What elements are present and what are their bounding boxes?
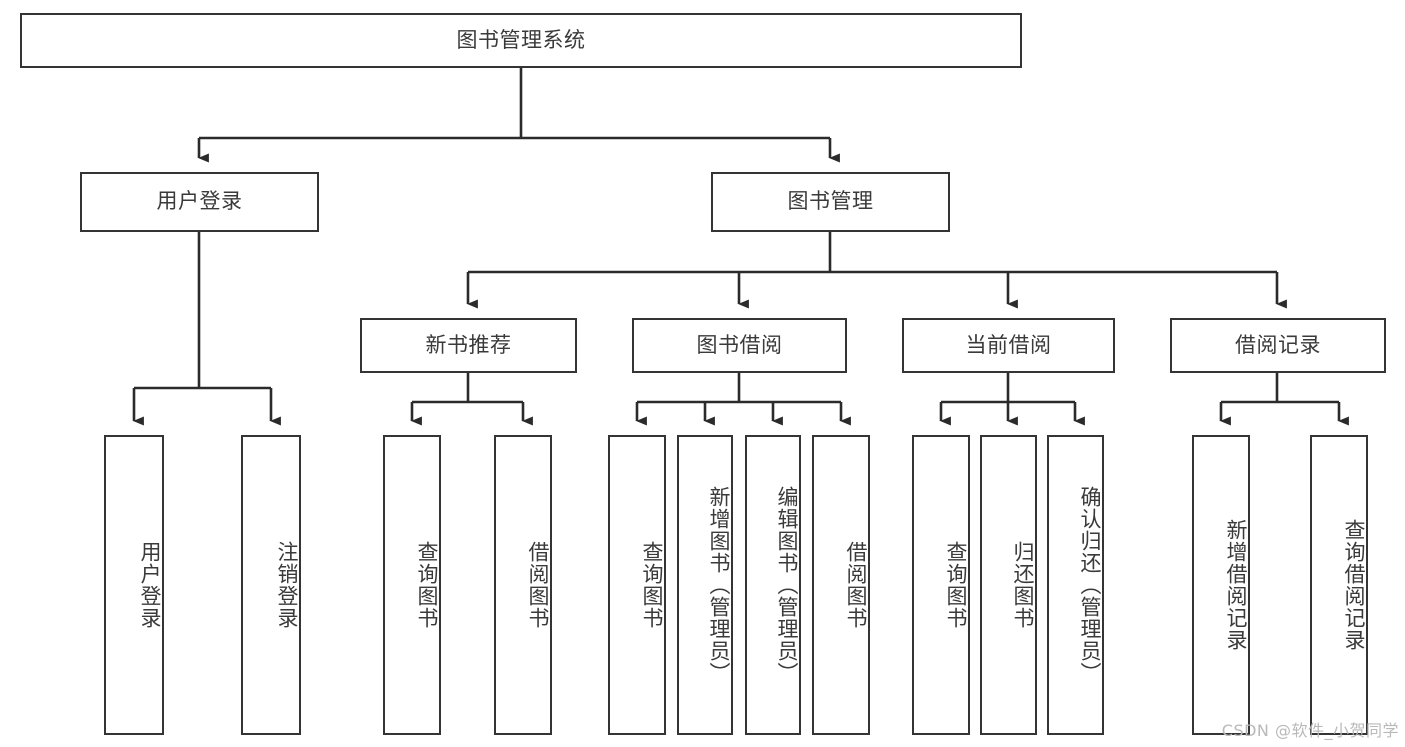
node-label: 新书推荐	[425, 332, 512, 357]
node-label: 借阅记录	[1235, 332, 1321, 357]
node-label: 图书管理系统	[456, 27, 586, 52]
leaf-query-books-new-recommendation[interactable]: 查询图书	[383, 435, 441, 735]
node-label: 查询借阅记录	[1342, 519, 1366, 651]
node-book-borrowing[interactable]: 图书借阅	[632, 318, 847, 373]
node-user-login[interactable]: 用户登录	[80, 172, 319, 232]
node-book-management[interactable]: 图书管理	[711, 172, 950, 232]
leaf-return-books[interactable]: 归还图书	[980, 435, 1037, 735]
node-label: 用户登录	[156, 189, 243, 214]
leaf-query-books-borrowing[interactable]: 查询图书	[608, 435, 666, 735]
leaf-add-borrow-record[interactable]: 新增借阅记录	[1192, 435, 1250, 735]
node-new-book-recommendation[interactable]: 新书推荐	[360, 318, 577, 373]
node-label: 图书借阅	[696, 332, 783, 357]
leaf-query-borrow-record[interactable]: 查询借阅记录	[1310, 435, 1368, 735]
leaf-logout[interactable]: 注销登录	[241, 435, 301, 735]
leaf-borrow-books-new-recommendation[interactable]: 借阅图书	[494, 435, 552, 735]
leaf-borrow-books-borrowing[interactable]: 借阅图书	[812, 435, 870, 735]
leaf-edit-book-admin[interactable]: 编辑图书（管理员）	[745, 435, 801, 735]
node-label: 注销登录	[275, 541, 299, 629]
csdn-watermark: CSDN @软件_小贺同学	[1221, 721, 1399, 740]
node-label: 新增图书（管理员）	[707, 486, 731, 684]
node-borrow-records[interactable]: 借阅记录	[1170, 318, 1386, 373]
node-label: 查询图书	[415, 541, 439, 629]
node-label: 当前借阅	[965, 332, 1052, 357]
leaf-query-books-current[interactable]: 查询图书	[912, 435, 970, 735]
node-current-borrowing[interactable]: 当前借阅	[902, 318, 1115, 373]
leaf-confirm-return-admin[interactable]: 确认归还（管理员）	[1047, 435, 1104, 735]
node-label: 借阅图书	[844, 541, 868, 629]
node-label: 用户登录	[138, 541, 162, 629]
node-label: 确认归还（管理员）	[1078, 486, 1102, 684]
node-label: 借阅图书	[526, 541, 550, 629]
node-label: 图书管理	[787, 189, 874, 214]
node-label: 查询图书	[944, 541, 968, 629]
node-label: 新增借阅记录	[1224, 519, 1248, 651]
node-label: 编辑图书（管理员）	[775, 486, 799, 684]
node-label: 归还图书	[1011, 541, 1035, 629]
leaf-add-book-admin[interactable]: 新增图书（管理员）	[677, 435, 733, 735]
node-root-book-management-system[interactable]: 图书管理系统	[20, 13, 1022, 68]
leaf-user-login[interactable]: 用户登录	[104, 435, 164, 735]
node-label: 查询图书	[640, 541, 664, 629]
